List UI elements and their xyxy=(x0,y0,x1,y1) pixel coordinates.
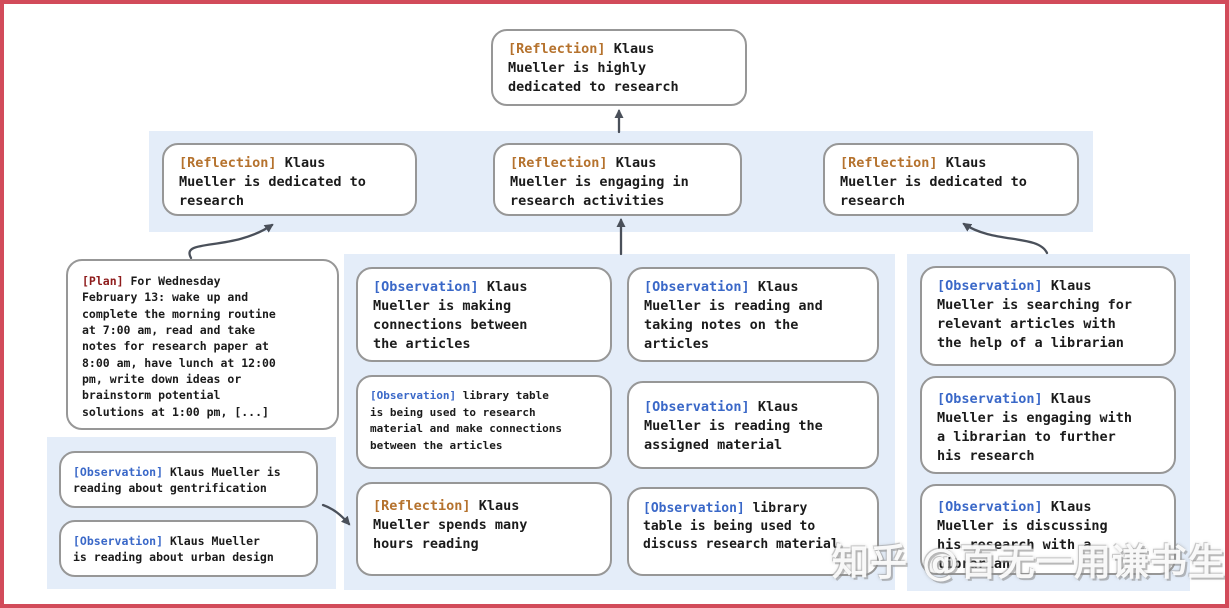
zhihu-watermark: 知乎 @百无一用谦书生 xyxy=(832,541,1226,584)
observation-tag: [Observation] xyxy=(73,534,164,548)
node-reflection-root: [Reflection] Klaus Mueller is highly ded… xyxy=(491,29,747,106)
node-observation-urban-design: [Observation] Klaus Mueller is reading a… xyxy=(59,520,318,577)
node-plan-wednesday: [Plan] For Wednesday February 13: wake u… xyxy=(66,259,339,430)
node-text: Klaus Mueller is reading and taking note… xyxy=(644,279,823,352)
node-reflection-dedicated-left: [Reflection] Klaus Mueller is dedicated … xyxy=(162,143,417,216)
reflection-tag: [Reflection] xyxy=(510,155,608,171)
reflection-tag: [Reflection] xyxy=(179,155,277,171)
node-text: library table is being used to discuss r… xyxy=(643,501,839,553)
reflection-tag: [Reflection] xyxy=(840,155,938,171)
node-observation-discussing-librarian: [Observation] Klaus Mueller is discussin… xyxy=(920,484,1176,575)
reflection-tag: [Reflection] xyxy=(508,41,606,57)
node-text: library table is being used to research … xyxy=(370,389,563,452)
node-text: Klaus Mueller is reading about gentrific… xyxy=(73,465,281,496)
reflection-tag: [Reflection] xyxy=(373,498,471,514)
node-reflection-dedicated-right: [Reflection] Klaus Mueller is dedicated … xyxy=(823,143,1079,216)
node-text: Klaus Mueller is reading the assigned ma… xyxy=(644,399,823,453)
node-observation-library-table-research: [Observation] library table is being use… xyxy=(356,375,612,469)
node-observation-assigned-material: [Observation] Klaus Mueller is reading t… xyxy=(627,381,879,469)
plan-tag: [Plan] xyxy=(82,274,124,288)
node-text: Klaus Mueller is engaging with a librari… xyxy=(937,391,1133,464)
node-observation-searching-articles: [Observation] Klaus Mueller is searching… xyxy=(920,266,1176,366)
node-text: Klaus Mueller is reading about urban des… xyxy=(73,534,274,565)
node-text: Klaus Mueller is making connections betw… xyxy=(373,279,528,352)
observation-tag: [Observation] xyxy=(644,399,750,415)
node-observation-engaging-librarian: [Observation] Klaus Mueller is engaging … xyxy=(920,376,1176,474)
observation-tag: [Observation] xyxy=(644,279,750,295)
node-text: Klaus Mueller spends many hours reading xyxy=(373,498,528,552)
node-reflection-engaging: [Reflection] Klaus Mueller is engaging i… xyxy=(493,143,742,216)
node-observation-gentrification: [Observation] Klaus Mueller is reading a… xyxy=(59,451,318,508)
observation-tag: [Observation] xyxy=(937,391,1043,407)
observation-tag: [Observation] xyxy=(370,389,457,402)
node-observation-library-table-discuss: [Observation] library table is being use… xyxy=(627,487,879,576)
observation-tag: [Observation] xyxy=(643,501,745,516)
node-text: Klaus Mueller is engaging in research ac… xyxy=(510,155,689,209)
node-text: Klaus Mueller is searching for relevant … xyxy=(937,278,1133,351)
node-text: Klaus Mueller is dedicated to research xyxy=(179,155,366,209)
node-text: Klaus Mueller is discussing his research… xyxy=(937,499,1108,572)
node-text: Klaus Mueller is dedicated to research xyxy=(840,155,1027,209)
observation-tag: [Observation] xyxy=(937,278,1043,294)
observation-tag: [Observation] xyxy=(937,499,1043,515)
observation-tag: [Observation] xyxy=(373,279,479,295)
node-text: For Wednesday February 13: wake up and c… xyxy=(82,274,276,419)
node-observation-taking-notes: [Observation] Klaus Mueller is reading a… xyxy=(627,267,879,362)
node-reflection-hours-reading: [Reflection] Klaus Mueller spends many h… xyxy=(356,482,612,576)
node-text: Klaus Mueller is highly dedicated to res… xyxy=(508,41,679,95)
observation-tag: [Observation] xyxy=(73,465,164,479)
node-observation-making-connections: [Observation] Klaus Mueller is making co… xyxy=(356,267,612,362)
